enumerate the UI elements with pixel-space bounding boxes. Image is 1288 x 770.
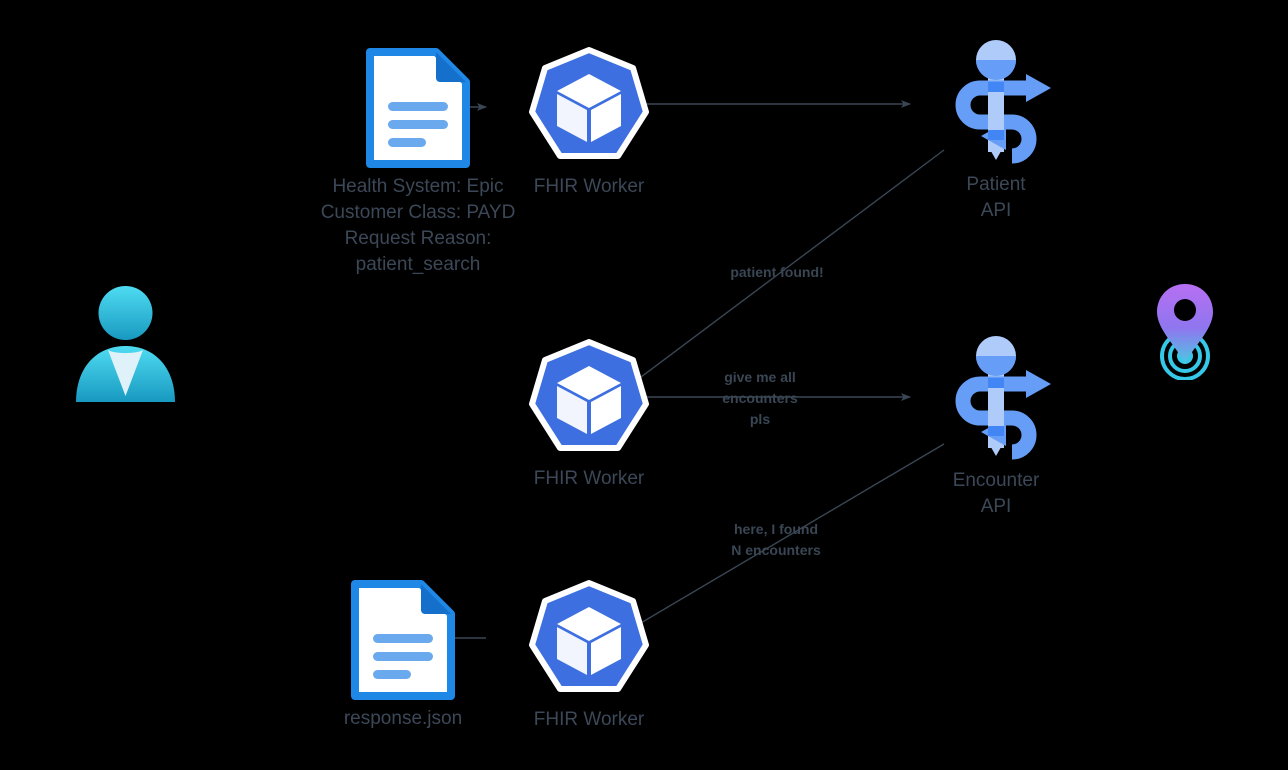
location-pin-icon [1157,284,1213,380]
node-fhir-worker-top[interactable]: FHIR Worker [489,46,689,200]
node-request-document[interactable]: Health System: Epic Customer Class: PAYD… [288,48,548,278]
node-label-fhir-worker-middle: FHIR Worker [533,468,645,489]
edge-label-patient-found: patient found! [730,264,824,280]
node-label-patient-api: Patient API [966,174,1026,221]
edge-label-here-i-found: here, I found N encounters [731,521,821,558]
document-icon [366,48,470,168]
node-label-fhir-worker-bottom: FHIR Worker [533,709,645,730]
node-label-response-document: response.json [343,708,463,729]
node-fhir-worker-bottom[interactable]: FHIR Worker [489,579,689,733]
fhir-worker-icon [529,339,649,451]
node-fhir-worker-middle[interactable]: FHIR Worker [489,338,689,492]
fhir-worker-icon [529,47,649,159]
user-avatar-icon [76,286,175,402]
node-user-avatar[interactable] [68,278,183,403]
node-label-encounter-api: Encounter API [952,470,1040,517]
node-label-request-document: Health System: Epic Customer Class: PAYD… [320,176,516,275]
edge-label-give-me-all-encounters: give me all encounters pls [722,369,798,427]
node-patient-api[interactable]: Patient API [906,38,1086,224]
node-label-fhir-worker-top: FHIR Worker [533,176,645,197]
fhir-worker-icon [529,580,649,692]
node-location-pin[interactable] [1148,280,1222,380]
fhir-api-icon [955,40,1051,164]
node-response-document[interactable]: response.json [293,580,513,732]
fhir-api-icon [955,336,1051,460]
node-encounter-api[interactable]: Encounter API [906,334,1086,520]
document-icon [351,580,455,700]
